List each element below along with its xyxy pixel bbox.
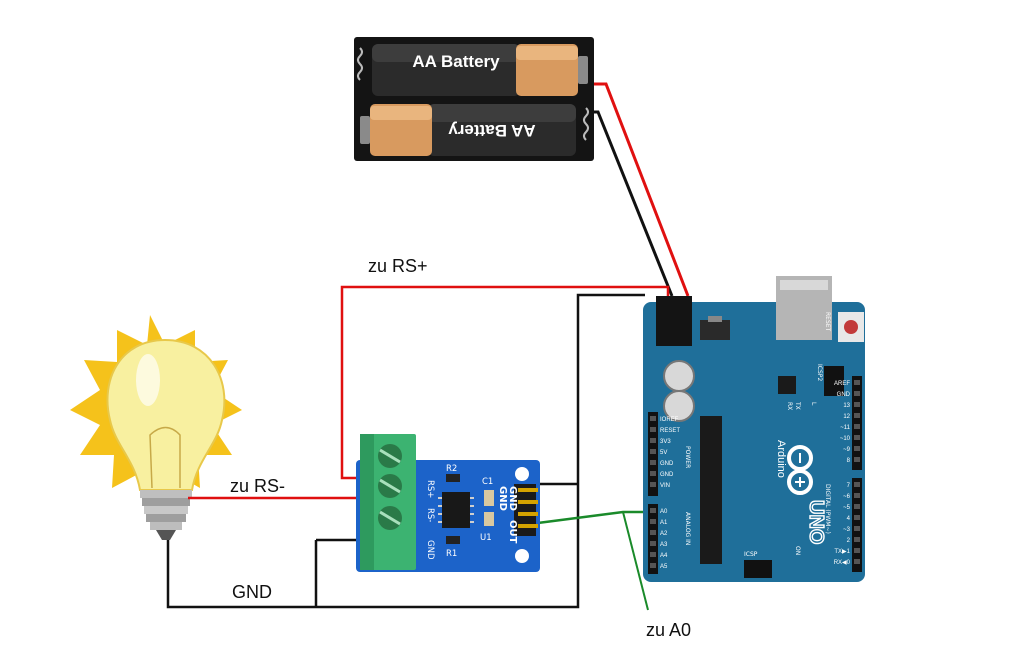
pin-a2: A2 <box>660 531 668 537</box>
pin-ioref: IOREF <box>660 417 679 423</box>
pin-d3: ~3 <box>843 527 851 533</box>
screw-terminal-block <box>360 434 416 570</box>
current-sensor-module: RS+ RS- GND R2 R1 C1 U1 GND GN <box>356 434 540 572</box>
pin-d10: ~10 <box>840 436 851 442</box>
rx-label: RX <box>786 402 793 410</box>
label-a0: zu A0 <box>646 620 691 640</box>
label-gnd: GND <box>232 582 272 602</box>
module-pin-out: OUT <box>507 520 518 544</box>
pin-d6: ~6 <box>843 494 851 500</box>
module-label-u1: U1 <box>480 533 492 543</box>
module-label-r2: R2 <box>446 464 457 474</box>
pin-d12: 12 <box>843 414 850 420</box>
pin-a5: A5 <box>660 564 668 570</box>
arduino-brand: Arduino <box>775 440 787 478</box>
dc-power-jack <box>656 296 692 346</box>
module-label-gnd: GND <box>425 540 435 560</box>
power-header-label: POWER <box>684 446 691 468</box>
battery-label-bottom: AA Battery <box>448 121 536 140</box>
module-pin-gnd2: GND <box>507 486 518 511</box>
battery-cell-top: AA Battery <box>372 44 588 96</box>
pin-d8: 8 <box>847 458 851 464</box>
reset-label: RESET <box>824 312 831 332</box>
pin-a1: A1 <box>660 520 668 526</box>
arduino-model: UNO <box>805 500 827 544</box>
module-pin-gnd: GND <box>497 486 508 511</box>
pin-3v3: 3V3 <box>660 439 671 445</box>
chip-u1 <box>442 492 470 528</box>
pin-reset: RESET <box>660 428 680 434</box>
light-bulb <box>70 315 242 540</box>
atmega-chip <box>700 416 722 564</box>
digital-header-bottom <box>852 478 862 572</box>
battery-holder: AA Battery AA Battery <box>354 37 594 161</box>
pin-d11: ~11 <box>840 425 850 431</box>
pin-d9: ~9 <box>843 447 851 453</box>
tx-label: TX <box>794 401 801 410</box>
module-pin-header <box>514 484 538 536</box>
analog-header <box>648 504 658 574</box>
pin-gnd-b: GND <box>660 472 674 478</box>
label-rs-plus: zu RS+ <box>368 256 428 276</box>
battery-wires <box>594 82 690 297</box>
pin-d2: 2 <box>847 538 851 544</box>
reset-button[interactable] <box>844 320 858 334</box>
module-label-rs-minus: RS- <box>425 508 435 522</box>
label-rs-minus: zu RS- <box>230 476 285 496</box>
pin-a3: A3 <box>660 542 668 548</box>
battery-cell-bottom: AA Battery <box>360 104 576 156</box>
arduino-uno-board: RESET ICSP2 TX RX L Arduino UNO ICSP ON <box>643 276 865 582</box>
pin-aref: AREF <box>834 381 850 387</box>
module-label-r1: R1 <box>446 549 457 559</box>
analog-header-label: ANALOG IN <box>684 512 691 545</box>
battery-label-top: AA Battery <box>412 52 500 71</box>
l-label: L <box>810 402 817 406</box>
module-label-rs-plus: RS+ <box>425 480 435 498</box>
icsp2-label: ICSP2 <box>816 364 823 381</box>
icsp-label: ICSP <box>744 551 758 558</box>
pin-d7: 7 <box>847 483 851 489</box>
digital-header-top <box>852 376 862 470</box>
module-label-c1: C1 <box>482 477 493 487</box>
circuit-wires <box>166 285 670 611</box>
pin-gnd-a: GND <box>660 461 674 467</box>
pin-d4: 4 <box>847 516 851 522</box>
pin-gnd-d: GND <box>837 392 851 398</box>
pin-d5: ~5 <box>843 505 851 511</box>
pin-d13: 13 <box>843 403 850 409</box>
on-label: ON <box>794 546 801 555</box>
pin-d0: RX◀0 <box>834 560 851 566</box>
pin-d1: TX▶1 <box>834 549 850 555</box>
digital-header-label: DIGITAL (PWM~) <box>824 484 831 534</box>
arduino-logo-icon <box>787 445 813 495</box>
pin-a4: A4 <box>660 553 668 559</box>
pin-a0: A0 <box>660 509 668 515</box>
pin-vin: VIN <box>660 483 670 489</box>
pin-5v: 5V <box>660 450 667 456</box>
